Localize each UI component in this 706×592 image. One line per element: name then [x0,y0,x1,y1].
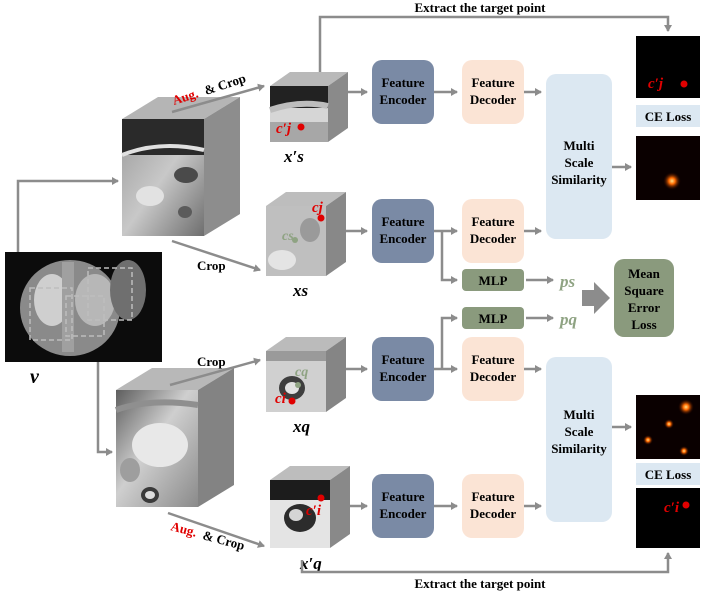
crop-xq [266,337,346,412]
mse-loss-block: Mean Square Error Loss [614,259,674,337]
encoder-top-line2: Encoder [380,92,427,107]
mlp-s: MLP [462,269,524,291]
heatmap-top-pred [636,136,700,200]
arrows [16,15,672,574]
decoder-q-line2: Decoder [470,369,516,384]
encoder-s-line1: Feature [381,214,424,229]
label-ci-prime: c′i [306,503,322,519]
top-title: Extract the target point [414,0,546,15]
heatmap-bottom-target: c′i [636,488,700,548]
ce-loss-bottom: CE Loss [636,463,700,485]
label-xs-prime: x′s [283,147,304,166]
similarity-bottom-line1: Multi [563,407,594,422]
encoder-s: Feature Encoder [372,199,434,263]
similarity-top: Multi Scale Similarity [546,74,612,239]
mse-line3: Error [628,300,660,315]
label-xs: xs [292,281,309,300]
encoder-q-line2: Encoder [380,369,427,384]
label-pq: pq [558,310,578,329]
label-crop-q: Crop [197,354,226,369]
encoder-q-line1: Feature [381,352,424,367]
point-cj [317,214,325,222]
encoder-bottom-line1: Feature [381,489,424,504]
encoder-top: Feature Encoder [372,60,434,124]
label-cj-prime: c′j [276,121,292,137]
label-ps: ps [558,272,576,291]
decoder-bottom-line1: Feature [471,489,514,504]
volume-upper [121,97,240,236]
crop-xq-prime [270,466,350,548]
decoder-s-line1: Feature [471,214,514,229]
mse-arrow [582,282,610,314]
volume-lower [115,368,234,507]
point-cj-prime [297,123,305,131]
heat-top-label: c′j [648,76,664,92]
heatmap-top-target: c′j [636,36,700,98]
decoder-s: Feature Decoder [462,199,524,263]
crop-xs [266,192,346,276]
similarity-top-line1: Multi [563,138,594,153]
label-cs: cs [282,229,294,244]
source-volume-v [5,252,162,362]
label-xq: xq [292,417,311,436]
label-aug-bottom: Aug. [169,518,198,539]
decoder-q-line1: Feature [471,352,514,367]
mlp-q-label: MLP [479,311,508,326]
heat-bottom-label: c′i [664,500,680,516]
encoder-q: Feature Encoder [372,337,434,401]
label-xq-prime: x′q [299,554,322,573]
ce-loss-top: CE Loss [636,105,700,127]
label-cq: cq [295,365,308,380]
similarity-top-line2: Scale [565,155,594,170]
similarity-bottom: Multi Scale Similarity [546,357,612,522]
encoder-bottom: Feature Encoder [372,474,434,538]
decoder-q: Feature Decoder [462,337,524,401]
mse-line2: Square [624,283,664,298]
similarity-bottom-line3: Similarity [551,441,607,456]
decoder-s-line2: Decoder [470,231,516,246]
mse-line1: Mean [628,266,661,281]
bottom-title: Extract the target point [414,576,546,591]
heatmap-bottom-pred [636,395,700,459]
mse-line4: Loss [631,317,656,332]
point-ci-prime [317,494,325,502]
crop-xs-prime [269,72,348,142]
decoder-bottom: Feature Decoder [462,474,524,538]
label-ci: ci [275,391,287,407]
label-v: v [30,366,40,388]
decoder-bottom-line2: Decoder [470,506,516,521]
encoder-top-line1: Feature [381,75,424,90]
mlp-q: MLP [462,307,524,329]
point-cq [295,382,301,388]
label-crop-s: Crop [197,258,226,273]
encoder-s-line2: Encoder [380,231,427,246]
decoder-top: Feature Decoder [462,60,524,124]
label-cj: cj [312,200,324,216]
ce-loss-bottom-label: CE Loss [645,467,692,482]
ce-loss-top-label: CE Loss [645,109,692,124]
point-cs [292,237,298,243]
decoder-top-line1: Feature [471,75,514,90]
similarity-bottom-line2: Scale [565,424,594,439]
mlp-s-label: MLP [479,273,508,288]
encoder-bottom-line2: Encoder [380,506,427,521]
decoder-top-line2: Decoder [470,92,516,107]
point-ci [288,397,296,405]
similarity-top-line3: Similarity [551,172,607,187]
